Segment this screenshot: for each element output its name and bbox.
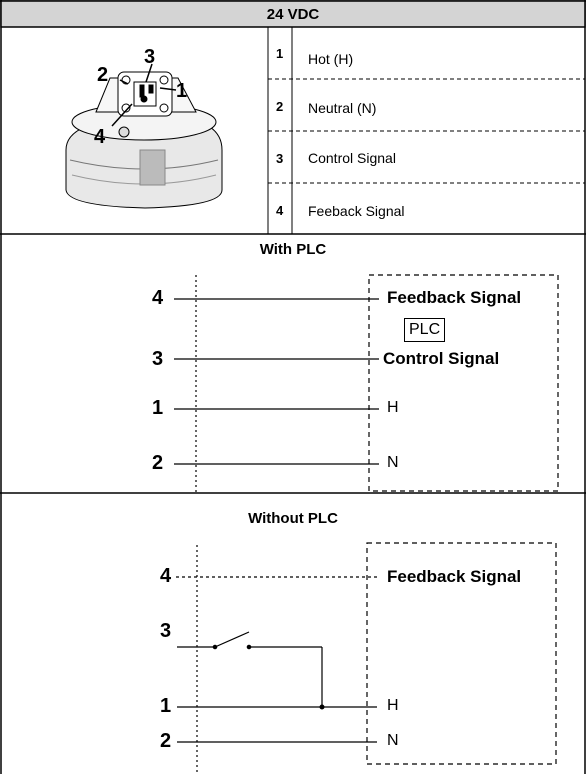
without-plc-feedback-label: Feedback Signal: [387, 567, 522, 586]
without-plc-n-label: N: [387, 732, 399, 749]
pin-number-2: 2: [276, 99, 284, 114]
without-plc-title: Without PLC: [248, 510, 338, 527]
image-label-3: 3: [144, 46, 156, 68]
with-plc-control-label: Control Signal: [383, 349, 500, 368]
without-plc-pin-3: 3: [160, 620, 172, 642]
plc-box: PLC: [404, 318, 446, 342]
with-plc-pin-2: 2: [152, 452, 164, 474]
with-plc-diagram: [174, 274, 559, 493]
pin-label-3: Control Signal: [308, 150, 396, 166]
image-label-2: 2: [97, 64, 109, 86]
without-plc-h-label: H: [387, 697, 399, 714]
pin-label-1: Hot (H): [308, 51, 354, 67]
with-plc-n-label: N: [387, 454, 399, 471]
pin-number-1: 1: [276, 46, 284, 61]
with-plc-h-label: H: [387, 399, 399, 416]
without-plc-pin-2: 2: [160, 730, 172, 752]
without-plc-diagram: [176, 542, 557, 774]
with-plc-title: With PLC: [259, 241, 327, 258]
with-plc-pin-3: 3: [152, 348, 164, 370]
without-plc-pin-4: 4: [160, 565, 172, 587]
with-plc-feedback-label: Feedback Signal: [387, 288, 522, 307]
pin-number-3: 3: [276, 151, 284, 166]
image-label-4: 4: [94, 126, 106, 148]
without-plc-pin-1: 1: [160, 695, 172, 717]
connector-illustration: [65, 63, 223, 209]
pin-label-2: Neutral (N): [308, 100, 377, 116]
image-label-1: 1: [176, 80, 188, 102]
pin-label-4: Feeback Signal: [308, 203, 405, 219]
with-plc-pin-1: 1: [152, 397, 164, 419]
header-title: 24 VDC: [266, 6, 320, 23]
with-plc-pin-4: 4: [152, 287, 164, 309]
pin-number-4: 4: [276, 203, 284, 218]
